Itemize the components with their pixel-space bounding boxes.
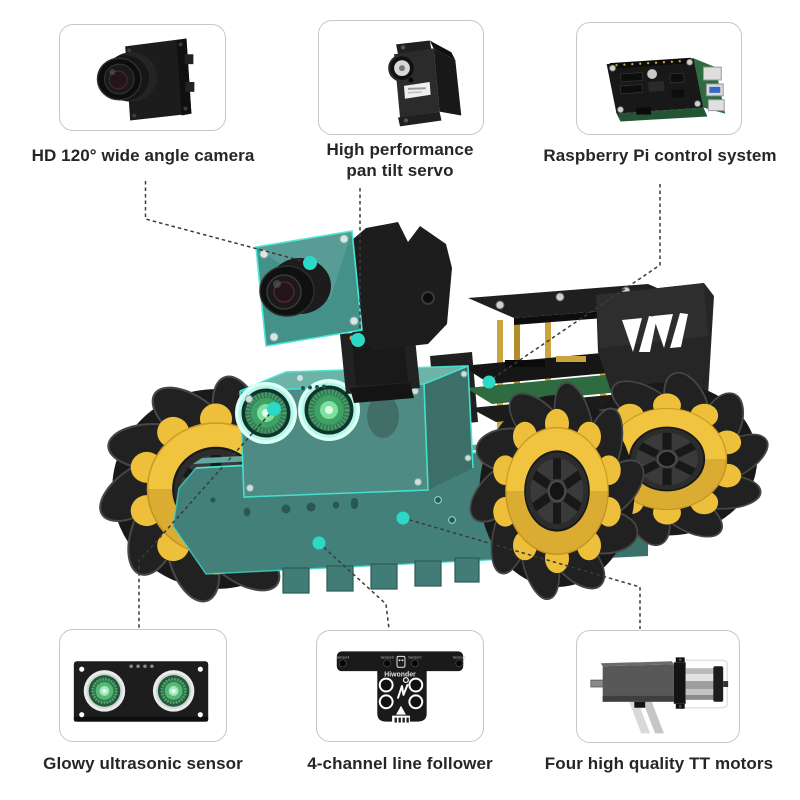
anchor-dot-raspberry-pi <box>482 375 496 389</box>
ultrasonic-eye-left <box>235 382 297 444</box>
raspberry-pi-label: Raspberry Pi control system <box>543 146 777 165</box>
connector-raspberry-pi <box>488 184 661 382</box>
board-brand-text: Hiwonder <box>384 672 416 679</box>
anchor-dot-ultrasonic <box>267 402 281 416</box>
raspberry-pi-image <box>606 57 726 122</box>
connector-tt-motor <box>402 517 641 629</box>
svg-text:Sensor4: Sensor4 <box>336 655 349 659</box>
line-follower-label: 4-channel line follower <box>307 754 493 773</box>
ultrasonic-eye-right <box>298 379 360 441</box>
pan-tilt-servo-image <box>388 40 462 127</box>
anchor-dot-camera <box>303 256 317 270</box>
handle-cutouts <box>622 313 688 352</box>
camera-pan-tilt <box>255 222 452 403</box>
raspberry-pi-image-box <box>576 22 742 135</box>
camera-lens <box>273 281 295 303</box>
servo-label: High performance pan tilt servo <box>326 140 474 180</box>
ultrasonic-transducer-right <box>152 670 195 712</box>
ultrasonic-transducer-left <box>83 670 126 712</box>
line-follower-image: Sensor4 Sensor3 Sensor2 Sensor1 Hiwonder <box>336 651 466 728</box>
svg-text:Sensor1: Sensor1 <box>453 655 466 659</box>
anchor-dot-servo <box>351 333 365 347</box>
connector-ultrasonic <box>138 408 275 628</box>
ultrasonic-sensor-image <box>73 661 209 722</box>
anchor-dot-tt-motor <box>396 511 410 525</box>
anchor-dot-line-follower <box>312 536 326 550</box>
tt-motor-image <box>590 657 729 734</box>
tt-motor-label: Four high quality TT motors <box>544 754 774 773</box>
tt-motor-image-box <box>576 630 740 743</box>
svg-text:Sensor2: Sensor2 <box>408 655 421 659</box>
camera-label: HD 120° wide angle camera <box>31 146 255 165</box>
servo-image-box <box>318 20 484 135</box>
connector-camera <box>144 181 311 264</box>
svg-text:Sensor3: Sensor3 <box>381 655 394 659</box>
camera-image-box <box>59 24 226 131</box>
ultrasonic-label: Glowy ultrasonic sensor <box>43 754 243 773</box>
line-follower-image-box: Sensor4 Sensor3 Sensor2 Sensor1 Hiwonder <box>316 630 484 742</box>
head-box <box>235 365 474 498</box>
camera-module-image <box>96 38 195 121</box>
ultrasonic-image-box <box>59 629 227 742</box>
connector-line-follower <box>318 542 390 630</box>
